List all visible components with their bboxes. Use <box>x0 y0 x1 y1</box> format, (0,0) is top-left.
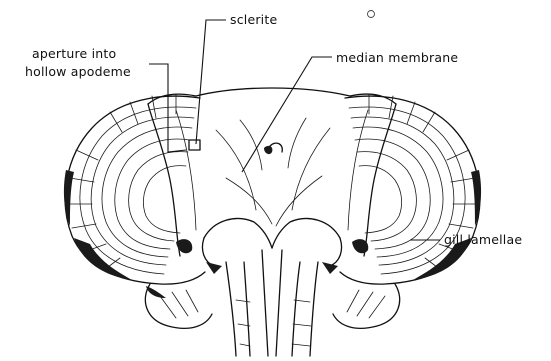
leader-median-membrane <box>242 57 332 172</box>
label-aperture-line2: hollow apodeme <box>25 64 131 79</box>
stalks-drawing <box>226 250 318 356</box>
central-plate-drawing <box>148 88 396 274</box>
labels: sclerite aperture into hollow apodeme me… <box>25 12 522 247</box>
lower-lobes-drawing <box>145 284 399 328</box>
label-median-membrane: median membrane <box>336 50 458 65</box>
label-aperture-line1: aperture into <box>32 46 116 61</box>
leader-sclerite <box>196 20 226 144</box>
label-sclerite: sclerite <box>230 12 277 27</box>
label-gill-lamellae: gill lamellae <box>444 232 522 247</box>
left-gill-lamellae-drawing <box>64 94 205 284</box>
right-gill-lamellae-drawing <box>340 94 481 284</box>
stray-circle-mark <box>368 11 375 18</box>
